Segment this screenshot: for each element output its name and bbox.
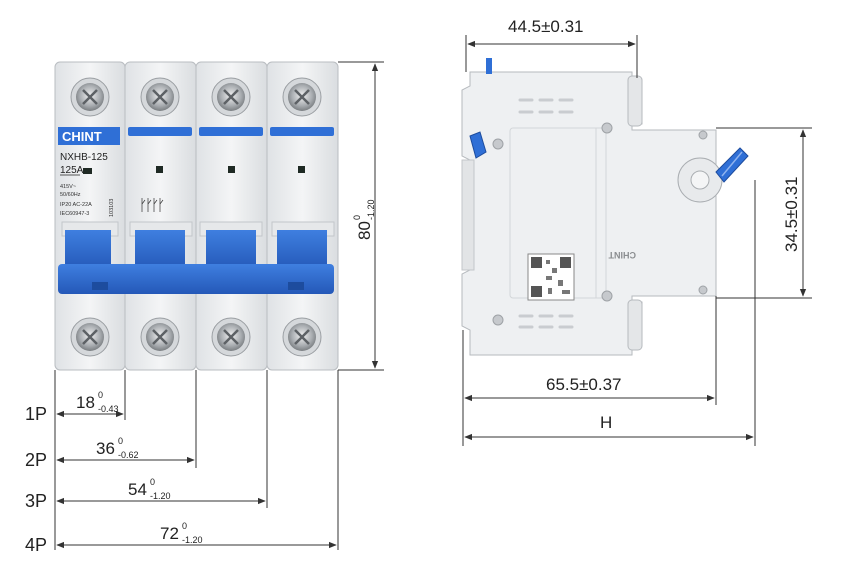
label-strip-4 [270,127,334,136]
rating-label: 125A [60,165,84,176]
height-dimension: 80 0 -1.20 [352,199,376,240]
qr-code [527,253,575,301]
din-clip-side [469,131,487,159]
indicator-1 [83,168,92,174]
brand-logo: CHINT [62,129,102,144]
svg-text:-1.20: -1.20 [150,491,171,501]
terminal-bottom-4 [282,317,322,357]
side-total-dim: H [600,413,612,432]
handle-lever [715,147,749,183]
height-lower-tol: -1.20 [366,199,376,220]
pole-label-4p: 4P [25,535,47,555]
terminal-top-1 [70,77,110,117]
terminal-bottom-1 [70,317,110,357]
terminal-bottom-2 [140,317,180,357]
pole-label-3p: 3P [25,491,47,511]
width-4p: 72 0 -1.20 [160,521,203,545]
terminal-top-2 [140,77,180,117]
side-brand-mark: CHINT [608,250,636,260]
width-2p: 36 0 -0.62 [96,436,139,460]
din-clip-top [486,58,492,74]
spec-line-1: 415V~ [60,184,76,190]
terminal-top-4 [282,77,322,117]
svg-text:18: 18 [76,393,95,412]
pole-label-2p: 2P [25,450,47,470]
width-1p: 18 0 -0.43 [76,390,119,414]
height-upper-tol: 0 [352,215,362,220]
wiring-symbol [141,198,164,212]
dimension-lines [54,35,812,550]
width-3p: 54 0 -1.20 [128,477,171,501]
product-code: 103103 [109,199,115,217]
indicator-2 [156,166,163,173]
side-height-dim: 34.5±0.31 [782,176,801,252]
svg-text:54: 54 [128,480,147,499]
label-strip-3 [199,127,263,136]
height-nominal: 80 [355,221,374,240]
svg-text:-1.20: -1.20 [182,535,203,545]
spec-line-3: IP20 AC-22A [60,202,92,208]
terminal-top-3 [211,77,251,117]
svg-text:0: 0 [98,390,103,400]
svg-text:-0.43: -0.43 [98,404,119,414]
svg-text:-0.62: -0.62 [118,450,139,460]
svg-text:0: 0 [150,477,155,487]
pole-label-1p: 1P [25,404,47,424]
spec-line-4: IEC60947-3 [60,211,89,217]
svg-text:72: 72 [160,524,179,543]
handle-bar [58,230,334,294]
indicator-3 [228,166,235,173]
side-view: CHINT [461,58,749,356]
terminal-bottom-3 [211,317,251,357]
side-depth-dim: 44.5±0.31 [508,17,584,36]
svg-text:0: 0 [118,436,123,446]
brand-strip [58,127,120,145]
svg-text:0: 0 [182,521,187,531]
side-width-dim: 65.5±0.37 [546,375,622,394]
label-strip-2 [128,127,192,136]
front-view: CHINT NXHB-125 125A 415V~ 50/60Hz IP20 A… [54,61,339,371]
spec-line-2: 50/60Hz [60,192,81,198]
indicator-4 [298,166,305,173]
model-label: NXHB-125 [60,152,108,163]
svg-text:36: 36 [96,439,115,458]
